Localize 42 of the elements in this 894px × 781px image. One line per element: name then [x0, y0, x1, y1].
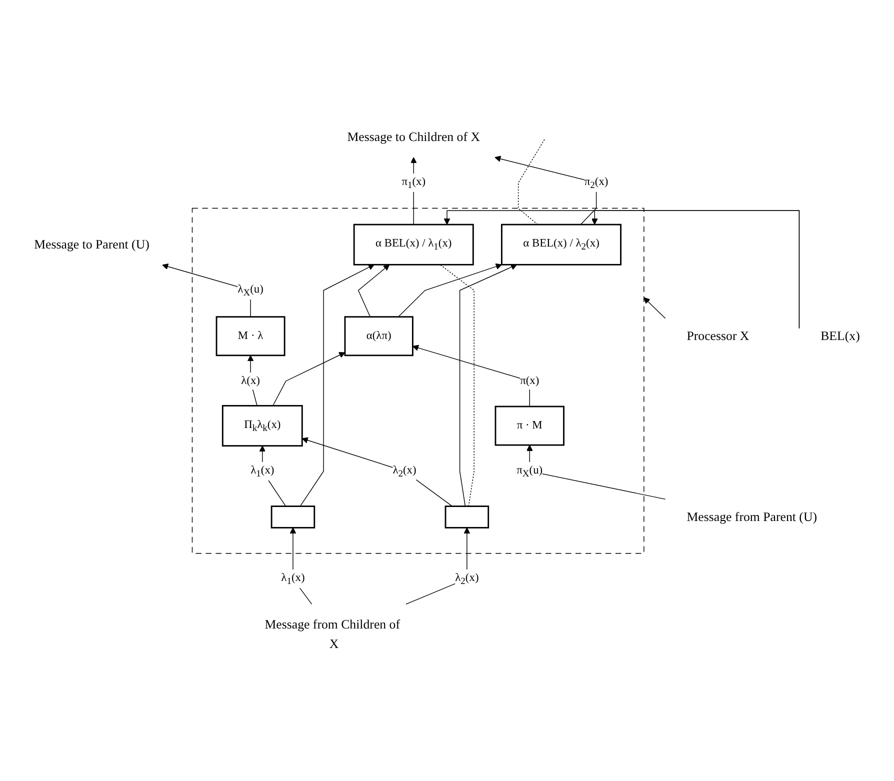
edge-label: λ$_{2}$(x) — [392, 464, 416, 478]
node-text: Message from Children of X — [264, 617, 400, 651]
node-box — [270, 506, 316, 528]
arrow — [302, 437, 453, 507]
edge-label: π(x) — [520, 374, 540, 387]
arrow — [591, 210, 800, 329]
arrow — [259, 446, 286, 507]
node-box: M · λ — [216, 316, 286, 356]
arrow — [459, 264, 518, 507]
arrow — [300, 264, 374, 507]
connector — [440, 264, 474, 507]
node-box: α BEL(x) / λ$_{2}$(x) — [501, 224, 622, 266]
edge-label: λ$_{1}$(x) — [250, 464, 274, 478]
edge-label: π$_{2}$(x) — [584, 176, 608, 190]
edge-label: λ$_{2}$(x) — [455, 572, 479, 586]
node-box: α(λπ) — [344, 316, 414, 356]
arrow — [247, 355, 258, 406]
edge-label: π$_{1}$(x) — [402, 176, 426, 190]
arrow — [444, 210, 800, 328]
node-text: Message to Children of X — [347, 130, 480, 144]
node-text: Message to Parent (U) — [34, 237, 150, 252]
arrow — [494, 156, 597, 225]
arrow — [406, 527, 470, 605]
node-text: BEL(x) — [820, 328, 860, 343]
arrow — [644, 297, 666, 319]
cluster — [192, 208, 644, 554]
arrow — [290, 527, 312, 605]
edge-label: λ$_{X}$(u) — [238, 283, 264, 298]
node-box: Π$_{k}$λ$_{k}$(x) — [222, 405, 303, 447]
node-text: Message from Parent (U) — [686, 510, 818, 524]
arrow — [398, 264, 502, 318]
edge-label: λ(x) — [241, 374, 260, 387]
node-text: Processor X — [686, 328, 750, 343]
edge-label: λ$_{1}$(x) — [281, 572, 305, 586]
edge-label: π$_{X}$(u) — [516, 464, 543, 478]
node-box: α BEL(x) / λ$_{1}$(x) — [353, 224, 474, 266]
node-box — [444, 506, 490, 528]
arrow — [272, 352, 346, 406]
node-box: π · M — [494, 406, 564, 446]
connector — [518, 138, 546, 225]
arrow — [412, 344, 530, 407]
arrow — [358, 264, 390, 318]
